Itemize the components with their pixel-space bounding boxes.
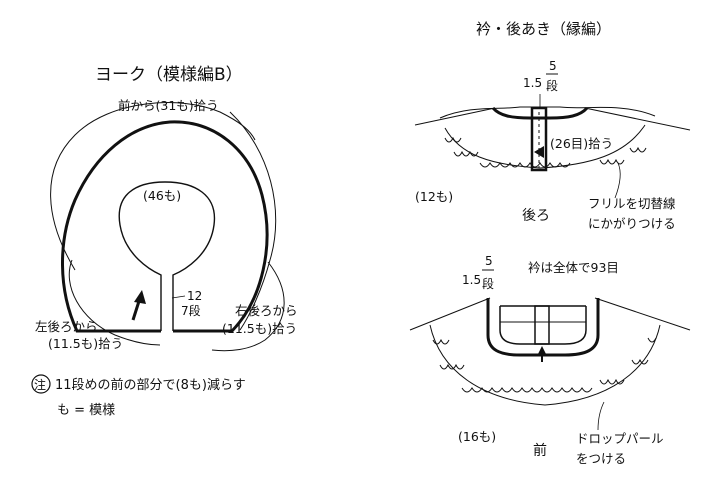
back-rows-den: 5 [549,59,557,73]
drop-pearl-leader [597,401,605,431]
front-frill-scallops [432,337,657,393]
back-placket [530,106,548,172]
back-neckband [491,106,589,120]
front-label: 前 [533,442,547,459]
slit-num-label: 12 [187,289,202,303]
drop-pearl-line1: ドロップパール [576,431,664,446]
back-count-label: (12も) [415,189,453,204]
note-mark: 注 [34,377,46,392]
front-total-label: 衿は全体で93目 [528,260,619,275]
back-placket-arrowhead [534,146,544,158]
back-frill [444,124,646,169]
slit-rows-label: 7段 [181,303,201,318]
front-rows-den: 5 [485,254,493,268]
back-frill-scallops [444,136,647,168]
left-back-line2: (11.5も)拾う [48,336,123,351]
front-rows-unit: 段 [482,276,494,291]
front-placket [534,305,550,345]
back-label: 後ろ [522,208,550,224]
back-pickup-label: (26目)拾う [550,136,613,151]
front-pickup-arc [50,102,256,271]
front-shoulder-line-right [594,297,691,331]
front-shoulder-line-left [409,297,491,331]
inner-count-label: (46も) [143,188,181,203]
front-collar-diagram [409,297,691,406]
slit-leader [171,295,186,299]
right-back-line1: 右後ろから [235,303,298,318]
yoke-inner-edge [118,181,216,331]
right-back-arc [211,261,285,352]
front-frill [429,324,661,406]
back-rows-num: 1.5 [523,76,542,90]
yoke-diagram [50,102,285,352]
back-rows-unit: 段 [546,78,558,93]
frill-leader [614,162,621,199]
yoke-title: ヨーク（模様編B） [95,65,243,85]
right-pickup-arc [229,111,277,331]
left-back-arc [68,259,161,346]
frill-note-line2: にかがりつける [588,216,676,231]
drop-pearl-line2: をつける [576,451,626,466]
back-shoulder-line-left [414,107,496,126]
front-arrowhead [537,346,547,356]
left-back-line1: 左後ろから [35,319,98,334]
note-line2: も = 模様 [57,403,115,418]
note-line1: 11段めの前の部分で(8も)減らす [55,377,246,393]
note-mark-circle [31,374,51,394]
yoke-outer-edge [61,120,269,333]
front-neckband-inner [499,306,587,345]
front-count-label: (16も) [458,429,496,444]
collar-title: 衿・後あき（縁編） [476,20,611,38]
right-back-line2: (11.5も)拾う [222,321,297,336]
back-slit-arrowhead [134,290,146,304]
front-pickup-label: 前から(31も)拾う [118,98,219,113]
front-rows-num: 1.5 [462,273,481,287]
back-shoulder-line-right [584,107,691,131]
frill-note-line1: フリルを切替線 [588,196,676,211]
